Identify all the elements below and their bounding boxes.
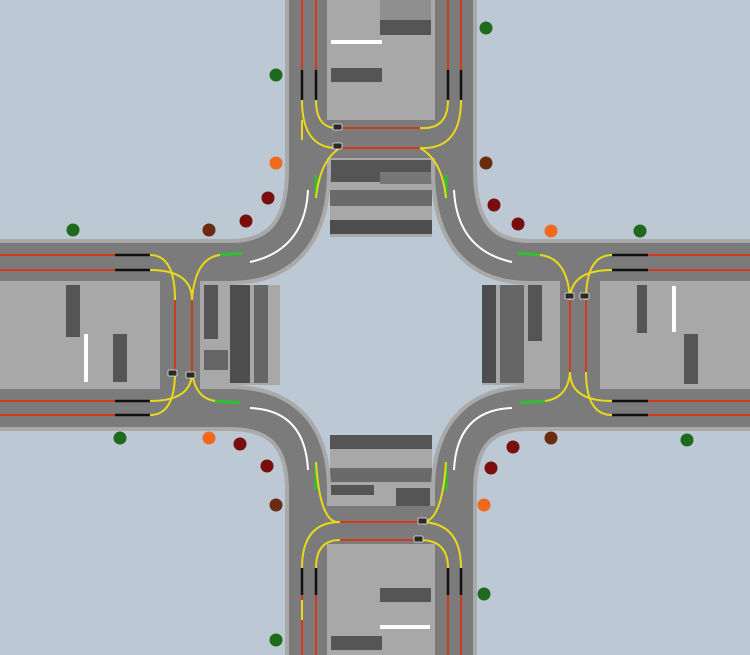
traffic-signal-dark_red <box>261 191 275 205</box>
traffic-signal-dark_red <box>233 437 247 451</box>
south-block <box>330 435 432 655</box>
traffic-signal-green <box>477 587 491 601</box>
vehicle <box>564 292 575 300</box>
traffic-signal-brown <box>479 156 493 170</box>
traffic-signal-orange <box>544 224 558 238</box>
traffic-signal-brown <box>544 431 558 445</box>
vehicle <box>413 535 424 543</box>
traffic-signal-green <box>633 224 647 238</box>
traffic-signal-green <box>269 633 283 647</box>
vehicle <box>185 371 196 379</box>
vehicle <box>332 142 343 150</box>
vehicle <box>332 123 343 131</box>
vehicle <box>417 517 428 525</box>
west-block <box>0 285 280 385</box>
traffic-signal-dark_red <box>239 214 253 228</box>
traffic-signal-dark_red <box>487 198 501 212</box>
traffic-signal-dark_red <box>511 217 525 231</box>
traffic-signal-orange <box>269 156 283 170</box>
traffic-signals <box>66 21 694 647</box>
traffic-signal-dark_red <box>506 440 520 454</box>
traffic-signal-green <box>269 68 283 82</box>
vehicle <box>167 369 178 377</box>
east-block <box>482 285 750 385</box>
traffic-signal-green <box>113 431 127 445</box>
north-block <box>330 0 432 237</box>
vehicles <box>167 123 590 543</box>
traffic-signal-green <box>479 21 493 35</box>
traffic-signal-orange <box>202 431 216 445</box>
traffic-signal-green <box>680 433 694 447</box>
traffic-signal-orange <box>477 498 491 512</box>
traffic-signal-green <box>66 223 80 237</box>
vehicle <box>579 292 590 300</box>
traffic-signal-brown <box>269 498 283 512</box>
traffic-signal-dark_red <box>484 461 498 475</box>
traffic-signal-brown <box>202 223 216 237</box>
traffic-signal-dark_red <box>260 459 274 473</box>
